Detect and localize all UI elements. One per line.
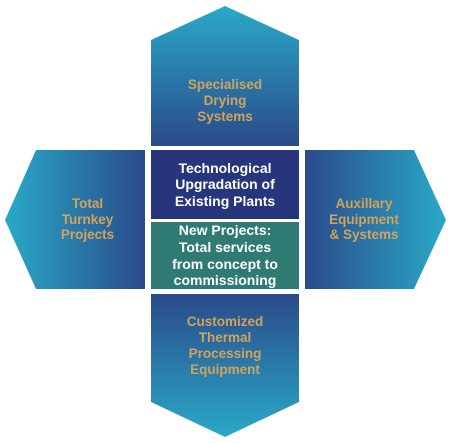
bottom-block-shape — [151, 294, 299, 437]
left-block-shape — [5, 150, 145, 289]
center-lower-box — [151, 222, 299, 289]
right-block-label: Auxillary Equipment & Systems — [329, 195, 399, 243]
center-lower-label: New Projects: Total services from concep… — [172, 222, 278, 289]
bottom-block-label: Customized Thermal Processing Equipment — [186, 314, 264, 377]
top-block-shape — [151, 6, 299, 146]
left-block-label: Total Turnkey Projects — [60, 195, 115, 243]
center-upper-box — [151, 150, 299, 219]
top-block-label: Specialised Drying Systems — [187, 77, 263, 124]
right-block-shape — [305, 150, 446, 289]
center-upper-label: Technological Upgradation of Existing Pl… — [174, 159, 276, 209]
